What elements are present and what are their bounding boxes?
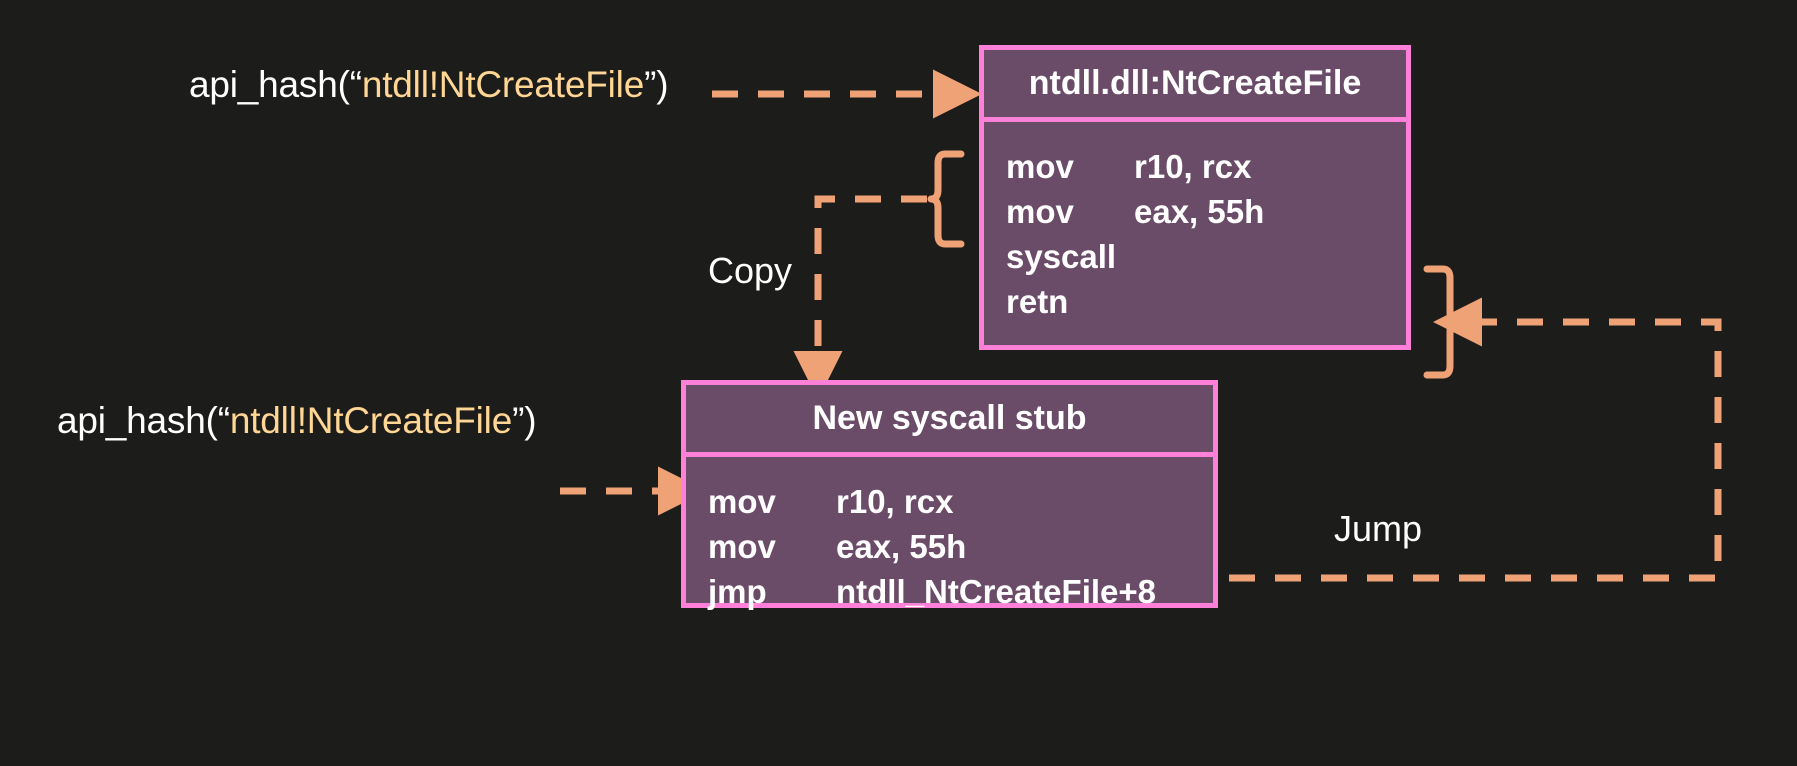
asm-arg: eax, 55h — [836, 528, 967, 565]
asm-arg — [1134, 279, 1406, 324]
copy-label: Copy — [708, 250, 793, 291]
asm-instruction: syscall — [1006, 234, 1406, 279]
api-hash-prefix-bottom: api_hash(“ — [57, 400, 230, 441]
api-hash-prefix-top: api_hash(“ — [189, 64, 362, 105]
asm-arg: eax, 55h — [1134, 193, 1265, 230]
asm-op: retn — [1006, 283, 1069, 320]
asm-arg: r10, rcx — [836, 483, 954, 520]
ntdll-box: ntdll.dll:NtCreateFile mov r10, rcx mov … — [979, 45, 1411, 350]
copy-arrow — [793, 195, 927, 400]
stub-box-body: mov r10, rcx mov eax, 55h jmp ntdll_NtCr… — [686, 457, 1213, 628]
api-hash-label-bottom: api_hash(“ntdll!NtCreateFile”) — [57, 400, 537, 442]
asm-instruction: jmp ntdll_NtCreateFile+8 — [708, 569, 1213, 614]
asm-instruction: mov eax, 55h — [708, 524, 1213, 569]
api-hash-suffix-bottom: ”) — [512, 400, 537, 441]
jump-label: Jump — [1334, 508, 1423, 549]
ntdll-right-brace — [1423, 265, 1462, 379]
api-hash-suffix-top: ”) — [644, 64, 669, 105]
api-hash-label-top: api_hash(“ntdll!NtCreateFile”) — [189, 64, 669, 106]
asm-arg: r10, rcx — [1134, 148, 1252, 185]
api-hash-symbol-top: ntdll!NtCreateFile — [361, 64, 645, 105]
api-hash-symbol-bottom: ntdll!NtCreateFile — [229, 400, 513, 441]
asm-instruction: mov eax, 55h — [1006, 189, 1406, 234]
ntdll-left-brace — [927, 150, 965, 248]
ntdll-box-title: ntdll.dll:NtCreateFile — [984, 50, 1406, 122]
stub-box-title: New syscall stub — [686, 385, 1213, 457]
asm-op: jmp — [708, 573, 767, 610]
asm-op: syscall — [1006, 238, 1117, 275]
asm-arg: ntdll_NtCreateFile+8 — [836, 573, 1157, 610]
asm-op: mov — [708, 528, 776, 565]
asm-instruction: retn — [1006, 279, 1406, 324]
asm-instruction: mov r10, rcx — [708, 479, 1213, 524]
asm-arg — [1134, 234, 1406, 279]
asm-op: mov — [1006, 148, 1074, 185]
jump-arrow — [1229, 297, 1722, 582]
asm-op: mov — [1006, 193, 1074, 230]
asm-op: mov — [708, 483, 776, 520]
ntdll-box-body: mov r10, rcx mov eax, 55h syscall retn — [984, 122, 1406, 338]
asm-instruction: mov r10, rcx — [1006, 144, 1406, 189]
stub-box: New syscall stub mov r10, rcx mov eax, 5… — [681, 380, 1218, 610]
